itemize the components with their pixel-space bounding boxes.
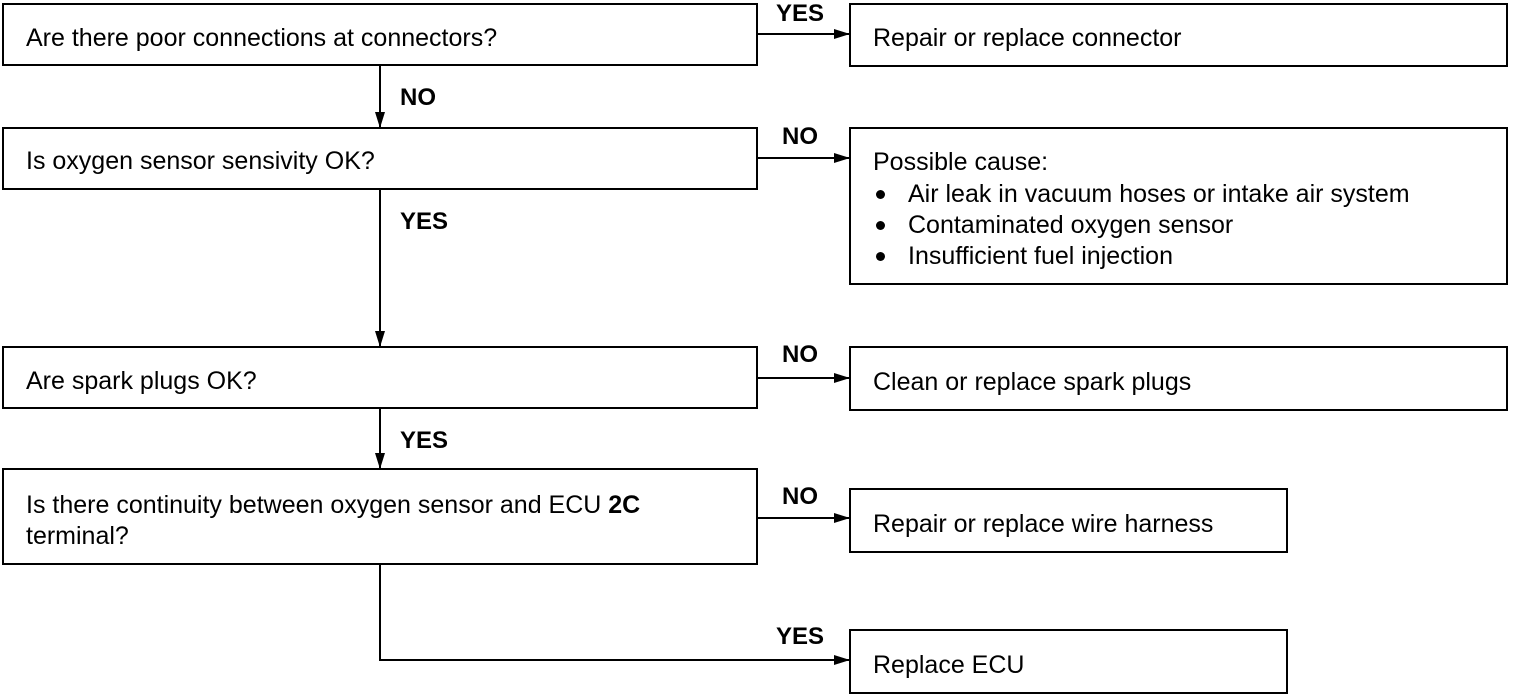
arrow-q4-to-a5 bbox=[379, 565, 850, 665]
question-text: Are there poor connections at connectors… bbox=[26, 24, 498, 52]
terminal-code: 2C bbox=[608, 491, 641, 519]
action-box-spark-plugs: Clean or replace spark plugs bbox=[849, 346, 1508, 411]
question-text: Is there continuity between oxygen senso… bbox=[26, 491, 609, 519]
branch-label-no: NO bbox=[782, 483, 818, 510]
action-box-wire-harness: Repair or replace wire harness bbox=[849, 488, 1288, 553]
branch-label-no: NO bbox=[782, 341, 818, 368]
question-box-spark-plugs: Are spark plugs OK? bbox=[2, 346, 758, 409]
bullet-icon bbox=[876, 190, 885, 199]
branch-label-yes: YES bbox=[776, 0, 825, 27]
possible-cause-list: Air leak in vacuum hoses or intake air s… bbox=[873, 179, 1410, 272]
cause-text: Air leak in vacuum hoses or intake air s… bbox=[908, 180, 1410, 208]
list-item: Air leak in vacuum hoses or intake air s… bbox=[873, 179, 1410, 210]
branch-label-no: NO bbox=[782, 123, 818, 150]
question-text: Are spark plugs OK? bbox=[26, 367, 257, 395]
action-text: Clean or replace spark plugs bbox=[873, 368, 1192, 396]
branch-label-yes: YES bbox=[400, 208, 449, 235]
action-text: Replace ECU bbox=[873, 651, 1025, 679]
branch-label-no: NO bbox=[400, 84, 436, 111]
cause-text: Insufficient fuel injection bbox=[908, 242, 1173, 270]
list-item: Insufficient fuel injection bbox=[873, 241, 1410, 272]
question-text: Is oxygen sensor sensivity OK? bbox=[26, 147, 375, 175]
question-text-line1: Is there continuity between oxygen senso… bbox=[26, 490, 640, 520]
possible-cause-title: Possible cause: bbox=[873, 148, 1049, 176]
list-item: Contaminated oxygen sensor bbox=[873, 210, 1410, 241]
bullet-icon bbox=[876, 252, 885, 261]
question-text-line2: terminal? bbox=[26, 522, 129, 550]
cause-text: Contaminated oxygen sensor bbox=[908, 211, 1234, 239]
question-box-continuity: Is there continuity between oxygen senso… bbox=[2, 468, 758, 565]
action-box-repair-connector: Repair or replace connector bbox=[849, 3, 1508, 67]
action-box-possible-cause: Possible cause: Air leak in vacuum hoses… bbox=[849, 127, 1508, 285]
branch-label-yes: YES bbox=[776, 623, 825, 650]
branch-label-yes: YES bbox=[400, 427, 449, 454]
action-text: Repair or replace connector bbox=[873, 24, 1182, 52]
action-text: Repair or replace wire harness bbox=[873, 510, 1214, 538]
bullet-icon bbox=[876, 221, 885, 230]
question-box-oxygen-sensor: Is oxygen sensor sensivity OK? bbox=[2, 127, 758, 190]
question-box-connectors: Are there poor connections at connectors… bbox=[2, 3, 758, 66]
action-box-replace-ecu: Replace ECU bbox=[849, 629, 1288, 694]
